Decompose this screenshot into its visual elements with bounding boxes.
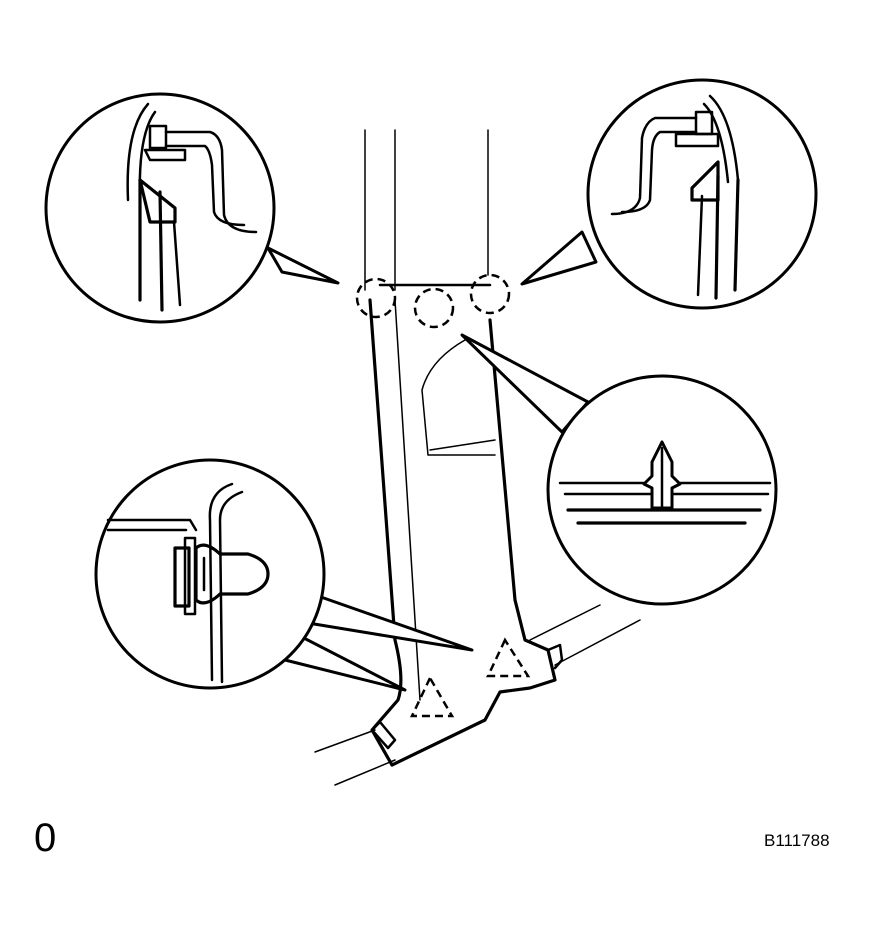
callout-pointers <box>266 230 598 692</box>
detail-view-upper-left <box>44 92 276 324</box>
clip-locator-triangle-lower <box>410 675 455 718</box>
detail-view-pin <box>94 458 326 690</box>
figure-code: B111788 <box>764 831 830 850</box>
detail-view-clip <box>546 374 778 606</box>
clip-locator-center <box>413 287 455 329</box>
corner-mark: 0 <box>34 816 57 860</box>
pillar-trim <box>314 129 641 786</box>
clip-locator-left <box>355 277 397 319</box>
clip-locator-right <box>469 273 511 315</box>
clip-locators <box>355 273 531 718</box>
detail-view-upper-right <box>586 78 818 310</box>
clip-locator-triangle-upper <box>486 637 531 678</box>
